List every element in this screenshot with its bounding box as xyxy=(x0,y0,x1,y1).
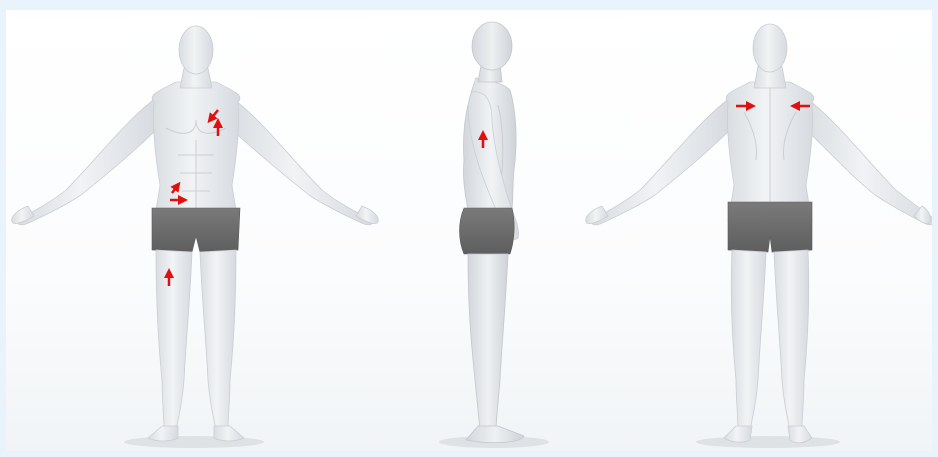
back-right-leg xyxy=(774,250,809,430)
back-left-leg xyxy=(731,250,766,430)
back-left-arm xyxy=(591,98,732,225)
front-left-arm xyxy=(17,98,158,225)
figure-frame xyxy=(6,10,932,451)
side-leg xyxy=(468,254,508,430)
back-right-arm xyxy=(804,98,932,225)
side-shorts xyxy=(460,208,515,254)
front-right-arm xyxy=(230,98,373,225)
back-view-figure xyxy=(586,24,932,448)
front-head xyxy=(179,26,213,74)
front-right-leg xyxy=(200,250,236,430)
front-shorts xyxy=(152,208,240,252)
front-left-leg xyxy=(156,250,192,430)
anatomy-figure-svg xyxy=(6,10,932,451)
side-head xyxy=(472,22,512,70)
back-shorts xyxy=(728,202,812,252)
back-floor-shadow xyxy=(696,436,840,448)
front-right-foot xyxy=(214,426,244,441)
back-left-foot xyxy=(724,426,752,442)
front-view-figure xyxy=(12,26,379,448)
back-right-foot xyxy=(788,426,812,443)
side-foot xyxy=(466,426,524,443)
back-head xyxy=(753,24,787,72)
front-left-foot xyxy=(148,426,178,441)
side-view-figure xyxy=(439,22,549,448)
